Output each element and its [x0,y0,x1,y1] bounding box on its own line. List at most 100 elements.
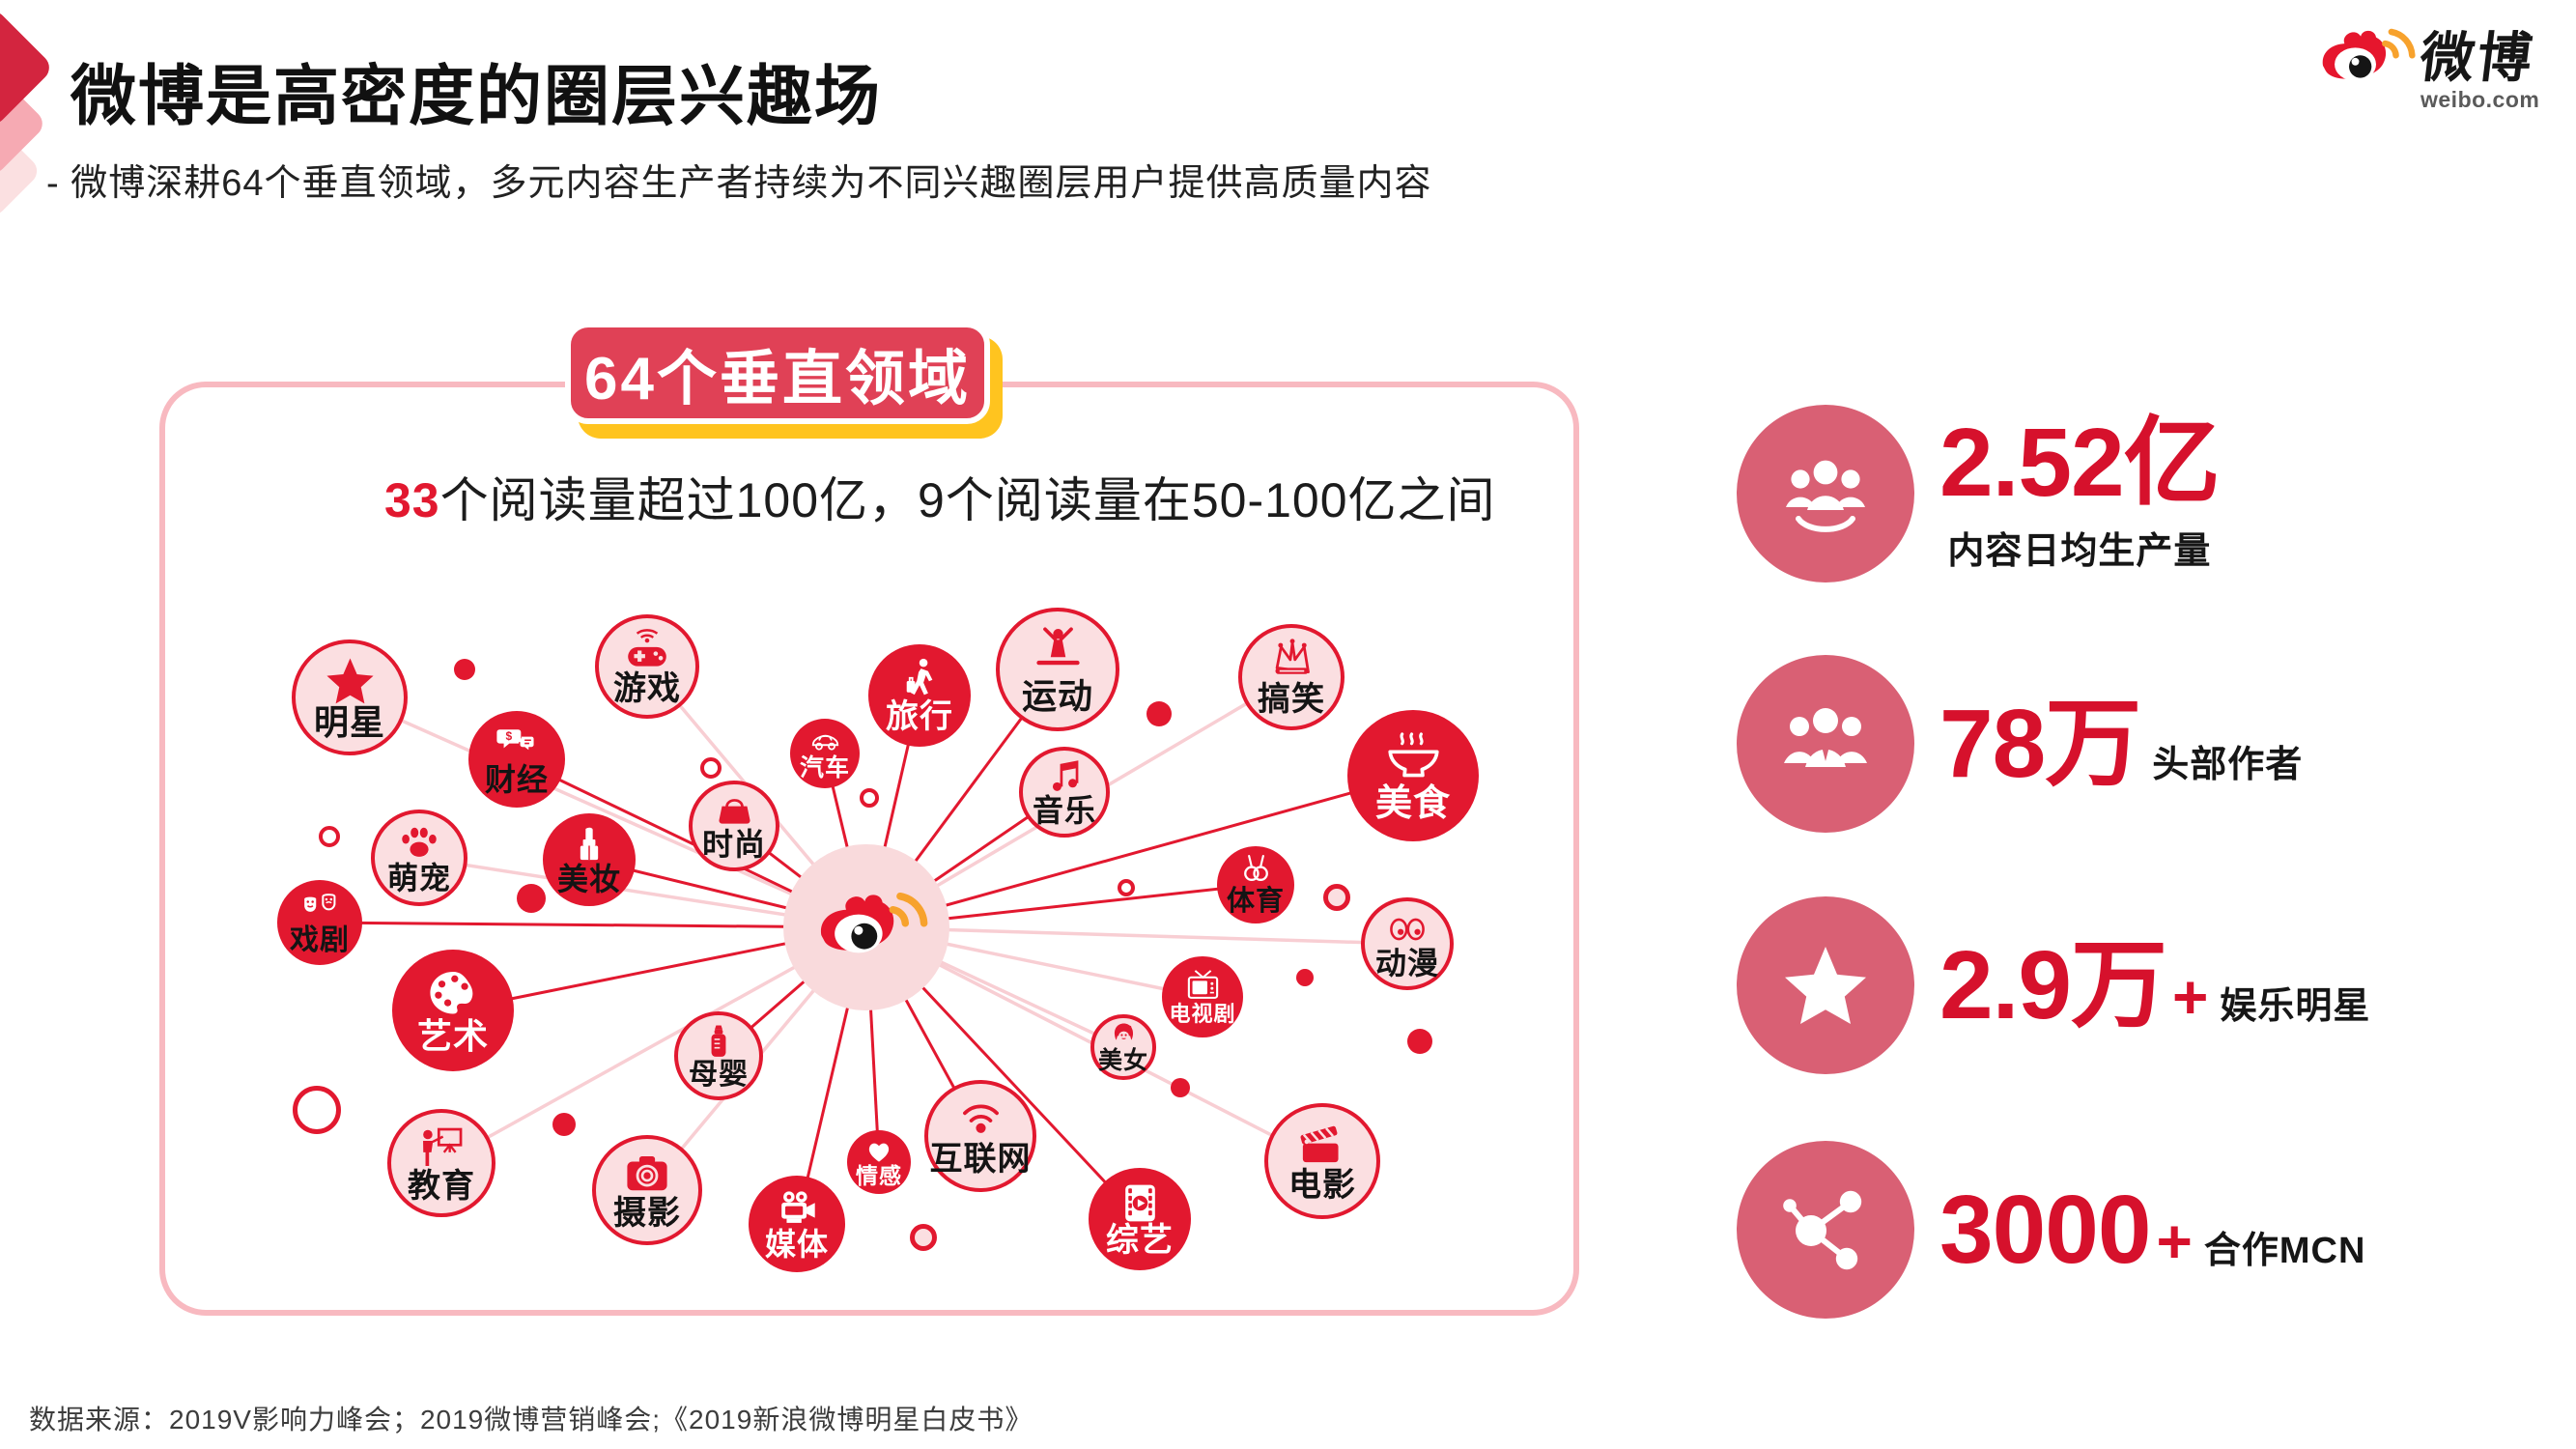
network-node-label: 动漫 [1374,945,1439,980]
network-node-art: 艺术 [392,950,514,1071]
travel-icon [906,659,932,696]
network-node-label: 萌宠 [386,860,451,895]
network-node-celebrity: 明星 [292,639,408,755]
handbag-icon [718,799,750,824]
stat-row-top-authors: 78万头部作者 [1737,655,2303,833]
network-node-label: 汽车 [799,754,850,782]
network-node-label: 旅行 [886,698,953,736]
film-play-icon [1124,1184,1155,1222]
network-node-media: 媒体 [749,1176,845,1272]
paw-icon [402,827,437,857]
finance-icon: $ [496,728,535,753]
network-node-label: 戏剧 [290,923,350,956]
car-icon [811,735,838,751]
network-node-sport: 运动 [996,608,1119,731]
network-node-beauty: 美女 [1090,1014,1156,1080]
stat-circle-entertainment-stars [1737,896,1914,1074]
stat-circle-daily-content [1737,405,1914,582]
stat-text: 78万头部作者 [1939,696,2303,792]
stat-plus: + [2156,1207,2193,1276]
svg-text:$: $ [506,729,513,743]
camera-icon [627,1155,667,1190]
decor-dot [860,788,879,808]
network-node-label: 美女 [1097,1047,1148,1075]
stat-value: 2.52亿 [1939,408,2221,517]
decor-dot [1323,884,1350,911]
network-node-label: 体育 [1226,886,1285,918]
network-node-label: 综艺 [1106,1222,1174,1260]
jester-icon [1275,639,1310,674]
decor-dot [700,757,722,779]
network-node-label: 互联网 [929,1141,1032,1179]
decor-dot [293,1086,341,1134]
network-center-weibo [783,844,949,1010]
network-node-variety: 综艺 [1089,1168,1191,1270]
stat-row-daily-content: 2.52亿内容日均生产量 [1737,405,2221,582]
reading-stats-rest: 个阅读量超过100亿，9个阅读量在50-100亿之间 [439,473,1496,527]
stat-circle-partner-mcn [1737,1141,1914,1319]
network-node-label: 艺术 [416,1016,489,1057]
network-node-internet: 互联网 [924,1080,1036,1192]
reading-stats-highlight: 33 [384,473,440,527]
clapperboard-icon [1300,1125,1339,1162]
movie-camera-icon [781,1191,815,1223]
network-node-travel: 旅行 [868,644,971,747]
decor-dot [910,1224,937,1251]
network-node-game: 游戏 [595,614,699,719]
network-node-label: 搞笑 [1258,681,1325,719]
network-node-tv-series: 电视剧 [1162,956,1243,1037]
star-icon [326,658,374,704]
masks-icon [304,893,336,912]
network-node-label: 教育 [408,1167,475,1205]
network-node-label: 游戏 [613,669,681,707]
decor-dot [1118,879,1135,896]
data-source: 数据来源：2019V影响力峰会；2019微博营销峰会;《2019新浪微博明星白皮… [29,1405,1033,1435]
stat-circle-top-authors [1737,655,1914,833]
group-icon [1786,460,1865,532]
stat-value: 3000 [1939,1176,2151,1284]
gamepad-icon [628,628,666,667]
bottle-icon [711,1025,726,1057]
network-node-label: 时尚 [701,827,766,863]
network-node-emotion: 情感 [847,1130,911,1194]
network-node-label: 明星 [313,701,385,742]
stat-text: 3000+合作MCN [1939,1181,2365,1278]
decor-dot [517,884,546,913]
network-node-label: 母婴 [689,1058,749,1091]
stat-row-entertainment-stars: 2.9万+娱乐明星 [1737,896,2370,1074]
network-node-label: 财经 [484,761,549,797]
network-node-drama: 戏剧 [277,880,362,965]
stat-label: 娱乐明星 [2220,986,2371,1027]
stat-text: 2.52亿内容日均生产量 [1939,408,2221,574]
food-icon [1387,731,1439,777]
palette-icon [430,972,473,1014]
network-node-pet: 萌宠 [371,810,467,906]
reading-stats-line: 33个阅读量超过100亿，9个阅读量在50-100亿之间 [384,462,1496,531]
weibo-logo: 微博 weibo.com [2308,14,2539,113]
network-node-label: 媒体 [764,1226,829,1262]
lipstick-icon [580,827,599,860]
stat-label: 内容日均生产量 [1947,530,2212,572]
signal-icon [962,1104,999,1134]
network-node-anime: 动漫 [1361,897,1454,990]
weibo-eye-icon [2308,14,2417,109]
girl-icon [1114,1023,1133,1041]
network-node-label: 音乐 [1032,793,1096,829]
music-icon [1052,760,1078,792]
domains-badge: 64个垂直领域 [565,322,990,424]
brand-name: 微博 [2417,27,2538,88]
share-icon [1783,1190,1862,1270]
network-node-photography: 摄影 [592,1135,702,1245]
decor-dot [319,826,340,847]
decor-dot [454,659,475,680]
anime-eyes-icon [1390,918,1425,941]
weibo-logo-text: 微博 weibo.com [2417,27,2539,113]
stat-value: 2.9万 [1939,931,2167,1039]
stat-label: 合作MCN [2203,1231,2366,1271]
network-node-makeup: 美妆 [543,813,636,906]
decor-dot [1296,969,1314,986]
heart-icon [868,1143,890,1162]
decor-dot [552,1113,576,1136]
network-node-comedy: 搞笑 [1238,624,1345,730]
network-node-finance: $ 财经 [468,711,565,808]
